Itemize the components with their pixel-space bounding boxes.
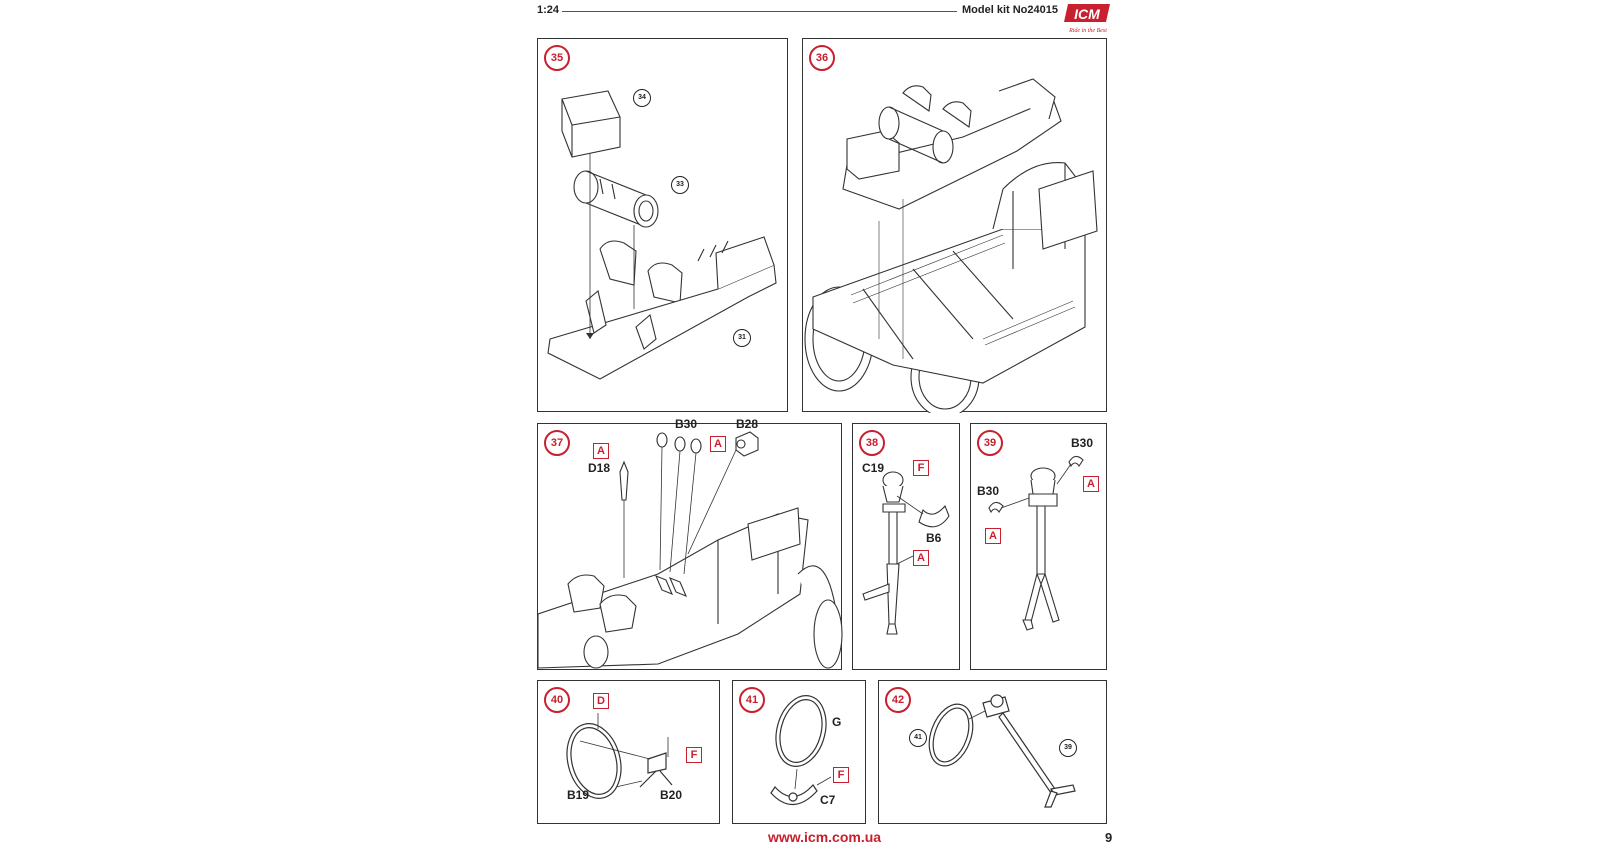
step-38-drawing — [862, 471, 950, 635]
header-rule — [562, 11, 957, 12]
part-label-b28: B28 — [736, 417, 759, 431]
website-url[interactable]: www.icm.com.ua — [768, 829, 882, 845]
part-label-b6: B6 — [926, 531, 942, 545]
step-41-drawing — [770, 695, 832, 806]
step-42-drawing — [928, 694, 1076, 808]
paint-code-f: F — [686, 747, 702, 763]
part-label-g: G — [832, 715, 842, 729]
svg-text:Ride in the Best: Ride in the Best — [1068, 28, 1107, 34]
paint-code-a-2: A — [985, 528, 1001, 544]
part-label-b30-1: B30 — [1071, 436, 1094, 450]
paint-code-f: F — [833, 767, 849, 783]
paint-code-a: A — [913, 550, 929, 566]
step-42-panel: 42 41 39 — [878, 680, 1107, 824]
step-37-drawing — [538, 431, 843, 669]
step-40-panel: 40 B19 B20 D F — [537, 680, 720, 824]
step-38-panel: 38 C19 B6 F A — [852, 423, 960, 670]
step-39-badge: 39 — [977, 430, 1003, 456]
part-label-b20: B20 — [660, 788, 683, 802]
part-label-b30: B30 — [675, 417, 698, 431]
icm-logo: ICM Ride in the Best — [1064, 4, 1110, 34]
paint-code-f: F — [913, 460, 929, 476]
part-ref-41: 41 — [909, 729, 927, 747]
part-label-d18: D18 — [588, 461, 611, 475]
page-number: 9 — [1105, 830, 1113, 845]
step-36-drawing — [804, 78, 1098, 413]
part-ref-33: 33 — [671, 176, 689, 194]
step-41-panel: 41 G C7 F — [732, 680, 866, 824]
step-35-panel: 35 — [537, 38, 788, 412]
part-label-c19: C19 — [862, 461, 885, 475]
part-label-c7: C7 — [820, 793, 836, 807]
step-42-badge: 42 — [885, 687, 911, 713]
step-41-badge: 41 — [739, 687, 765, 713]
step-36-panel: 36 — [802, 38, 1107, 413]
step-40-drawing — [566, 713, 673, 799]
part-ref-39: 39 — [1059, 739, 1077, 757]
step-37-badge: 37 — [544, 430, 570, 456]
step-35-drawing — [547, 90, 777, 380]
paint-code-d: D — [593, 693, 609, 709]
step-37-panel: 37 — [537, 417, 843, 670]
step-40-badge: 40 — [544, 687, 570, 713]
part-ref-34: 34 — [633, 89, 651, 107]
step-36-badge: 36 — [809, 45, 835, 71]
paint-code-a-1: A — [593, 443, 609, 459]
step-39-panel: 39 B30 B30 A A — [970, 423, 1107, 670]
part-label-b30-2: B30 — [977, 484, 1000, 498]
part-ref-31: 31 — [733, 329, 751, 347]
paint-code-a-2: A — [710, 436, 726, 452]
kit-number: Model kit No24015 — [962, 4, 1058, 16]
svg-text:ICM: ICM — [1074, 6, 1100, 22]
paint-code-a-1: A — [1083, 476, 1099, 492]
step-38-badge: 38 — [859, 430, 885, 456]
scale-label: 1:24 — [537, 4, 560, 16]
step-39-drawing — [988, 455, 1084, 631]
part-label-b19: B19 — [567, 788, 590, 802]
step-35-badge: 35 — [544, 45, 570, 71]
